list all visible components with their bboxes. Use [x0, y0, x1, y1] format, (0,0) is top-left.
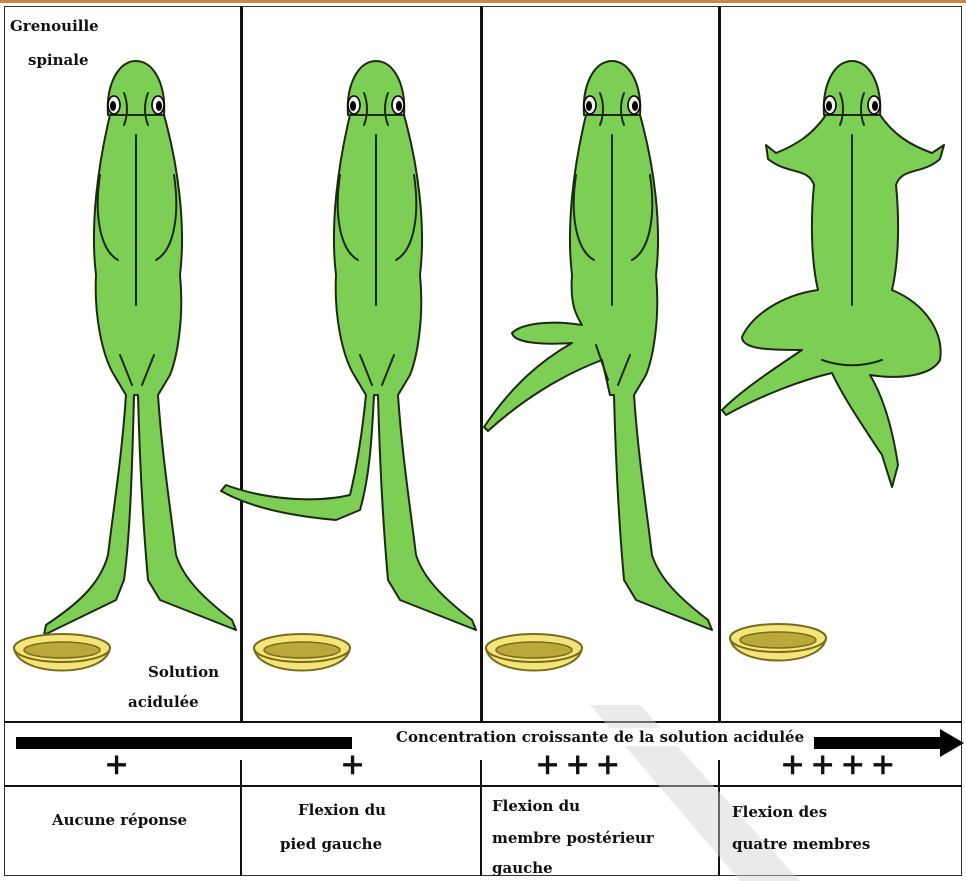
- dish-label-line2: acidulée: [128, 690, 199, 714]
- response-label: Flexion du: [492, 794, 580, 818]
- intensity-marker: +: [340, 750, 370, 780]
- dish-icon: [14, 634, 110, 671]
- intensity-marker: +++: [535, 750, 625, 780]
- response-label: Aucune réponse: [52, 808, 187, 832]
- specimen-label-line2: spinale: [28, 48, 89, 72]
- response-label: membre postérieur: [492, 826, 654, 850]
- response-label: pied gauche: [280, 832, 382, 856]
- dish-icon: [486, 634, 582, 671]
- response-label: Flexion des: [732, 800, 827, 824]
- dish-label-line1: Solution: [148, 660, 219, 684]
- dish-icon: [254, 634, 350, 671]
- frog-icon: [221, 61, 476, 630]
- response-label: quatre membres: [732, 832, 870, 856]
- response-label: gauche: [492, 856, 553, 880]
- response-label: Flexion du: [298, 798, 386, 822]
- concentration-caption: Concentration croissante de la solution …: [392, 728, 808, 746]
- dish-icon: [730, 624, 826, 661]
- intensity-marker: +: [104, 750, 134, 780]
- intensity-marker: ++++: [780, 750, 901, 780]
- frog-icon: [722, 61, 944, 487]
- frog-icon: [44, 61, 236, 635]
- frog-icon: [484, 61, 712, 630]
- specimen-label-line1: Grenouille: [10, 14, 99, 38]
